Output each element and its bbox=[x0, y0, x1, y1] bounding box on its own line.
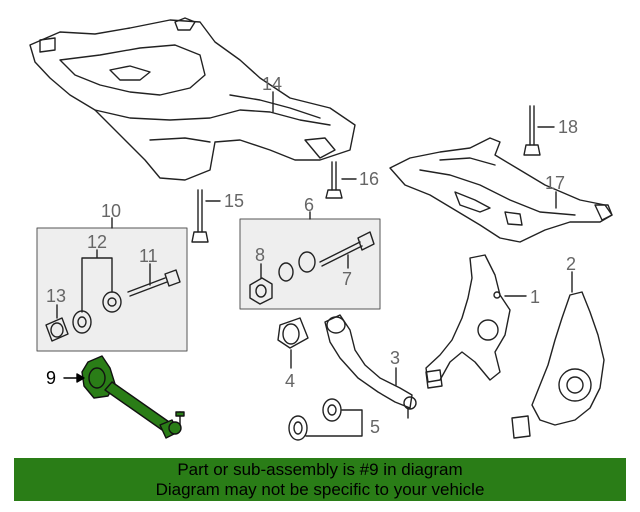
callout-3[interactable]: 3 bbox=[390, 348, 401, 368]
bushing-part-4 bbox=[277, 317, 309, 349]
callout-5[interactable]: 5 bbox=[370, 417, 381, 437]
bolt-part-11 bbox=[127, 269, 181, 297]
banner-line-1: Part or sub-assembly is #9 in diagram bbox=[177, 460, 463, 479]
callout-8[interactable]: 8 bbox=[255, 245, 266, 265]
bushing-part-5 bbox=[288, 398, 342, 441]
callout-10[interactable]: 10 bbox=[101, 201, 122, 221]
parts-diagram bbox=[29, 17, 613, 441]
callout-6[interactable]: 6 bbox=[304, 195, 315, 215]
callout-13[interactable]: 13 bbox=[46, 286, 67, 306]
group-box-6 bbox=[239, 218, 381, 310]
crossmember-part-17 bbox=[389, 137, 613, 243]
callout-2[interactable]: 2 bbox=[566, 254, 577, 274]
bushing-part-13 bbox=[45, 317, 69, 342]
callout-1[interactable]: 1 bbox=[530, 287, 541, 307]
callout-11[interactable]: 11 bbox=[139, 246, 158, 266]
callout-9[interactable]: 9 bbox=[46, 368, 57, 388]
bolt-part-7 bbox=[278, 231, 375, 282]
leader-arrow-9 bbox=[63, 373, 85, 383]
nut-part-8 bbox=[249, 277, 273, 305]
front-subframe-part-14 bbox=[29, 17, 356, 181]
callout-18[interactable]: 18 bbox=[558, 117, 579, 137]
callout-16[interactable]: 16 bbox=[359, 169, 380, 189]
banner-line-2: Diagram may not be specific to your vehi… bbox=[155, 480, 485, 499]
steering-knuckle-part-1 bbox=[425, 254, 511, 389]
callout-14[interactable]: 14 bbox=[262, 74, 283, 94]
callout-7[interactable]: 7 bbox=[342, 269, 353, 289]
bolt-part-18 bbox=[523, 105, 541, 156]
leader-line-5 bbox=[305, 409, 363, 437]
control-arm-part-3 bbox=[324, 314, 417, 419]
callout-17[interactable]: 17 bbox=[545, 173, 566, 193]
leader-line-12 bbox=[81, 249, 113, 313]
callout-12[interactable]: 12 bbox=[87, 232, 108, 252]
steering-knuckle-part-2 bbox=[511, 291, 605, 439]
bolt-part-16 bbox=[325, 161, 343, 199]
info-banner: Part or sub-assembly is #9 in diagram Di… bbox=[14, 458, 626, 501]
callout-15[interactable]: 15 bbox=[224, 191, 245, 211]
control-link-part-9 bbox=[81, 355, 185, 439]
bolt-part-15 bbox=[191, 189, 209, 243]
callout-4[interactable]: 4 bbox=[285, 371, 296, 391]
